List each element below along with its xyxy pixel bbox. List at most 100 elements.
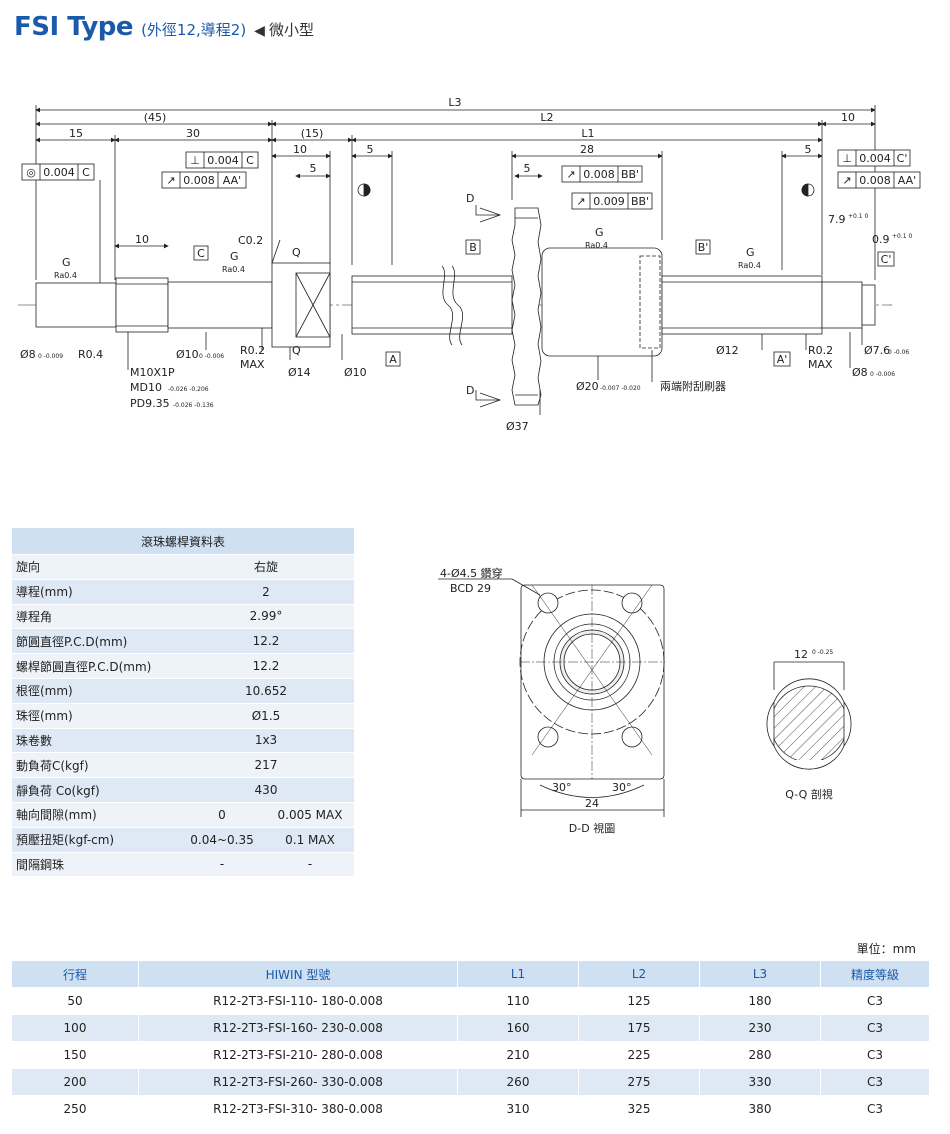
datum-a: A (389, 353, 397, 366)
chamfer-c02: C0.2 (238, 234, 263, 247)
spec-value: Ø1.5 (178, 702, 354, 729)
dim-09-tol: +0.1 0 (892, 233, 912, 240)
dia-76-tol: 0 -0.06 (888, 349, 909, 356)
tol-3-ref: AA' (223, 174, 241, 187)
cell-model: R12-2T3-FSI-310- 380-0.008 (138, 1095, 458, 1122)
concentricity-icon: ◎ (26, 166, 36, 179)
dd-view-caption: D-D 視圖 (569, 821, 615, 835)
spec-key: 軸向間隙(mm) (12, 801, 178, 828)
tol-2-ref: C (246, 154, 254, 167)
dim-5a: 5 (367, 143, 374, 156)
cell-l2: 325 (578, 1095, 700, 1122)
finish-ra-4: Ra0.4 (738, 261, 761, 270)
table-row: 根徑(mm)10.652 (12, 677, 354, 704)
dim-10c: 10 (135, 233, 149, 246)
col-header-stroke: 行程 (12, 961, 139, 988)
tol-4-value: 0.008 (583, 168, 615, 181)
tol-6-ref: C' (897, 152, 908, 165)
dia-14: Ø14 (288, 366, 311, 379)
spec-value: 0.04~0.35 (178, 826, 266, 853)
page-subtitle: (外徑12,導程2) (141, 21, 247, 39)
main-drawing: L3 (45) L2 10 15 30 (15) L1 10 5 28 5 5 … (18, 96, 921, 433)
qq-dim: 12 (794, 648, 808, 661)
shaft-journal-right (821, 281, 863, 329)
tol-7-value: 0.008 (859, 174, 891, 187)
bcd-spec: BCD 29 (450, 582, 491, 595)
cell-l2: 225 (578, 1041, 700, 1069)
spec-key: 螺桿節圓直徑P.C.D(mm) (12, 653, 178, 679)
dim-79: 7.9 (828, 213, 846, 226)
tol-2-value: 0.004 (207, 154, 239, 167)
spec-value: 0 (178, 801, 266, 828)
tol-4-ref: BB' (621, 168, 639, 181)
table-row: 150 R12-2T3-FSI-210- 280-0.008 210 225 2… (12, 1041, 930, 1069)
thread-md10-tol: -0.026 -0.206 (168, 386, 209, 393)
dia-8-right: Ø8 (852, 366, 868, 379)
page-title: FSI Type (14, 12, 134, 42)
cell-l1: 260 (457, 1068, 579, 1096)
spec-value-2: - (266, 851, 354, 877)
radius-02-a: R0.2 (240, 344, 265, 357)
runout-icon: ↗ (566, 168, 575, 181)
table-row: 螺桿節圓直徑P.C.D(mm)12.2 (12, 653, 354, 679)
dia-10-a-tol: 0 -0.006 (199, 353, 224, 360)
section-q-top: Q (292, 246, 301, 259)
col-header-l2: L2 (578, 961, 700, 988)
spec-value: 1x3 (178, 727, 354, 753)
table-row: 靜負荷 Co(kgf)430 (12, 777, 354, 803)
datum-b: B (469, 241, 477, 254)
cell-model: R12-2T3-FSI-210- 280-0.008 (138, 1041, 458, 1069)
thread-pd: PD9.35 (130, 397, 170, 410)
runout-icon: ↗ (842, 174, 851, 187)
thread-m10: M10X1P (130, 366, 175, 379)
tolerance-frame-5 (571, 192, 653, 210)
spec-value-2: 0.1 MAX (266, 826, 354, 853)
perpendicularity-icon: ⊥ (842, 152, 852, 165)
dia-20: Ø20 (576, 380, 599, 393)
dim-45: (45) (144, 111, 167, 124)
table-row: 100 R12-2T3-FSI-160- 230-0.008 160 175 2… (12, 1014, 930, 1042)
thread-md10: MD10 (130, 381, 162, 394)
qq-section (774, 685, 844, 760)
tol-3-value: 0.008 (183, 174, 215, 187)
finish-g-2: G (230, 250, 239, 263)
tol-5-value: 0.009 (593, 195, 625, 208)
table-row: 250 R12-2T3-FSI-310- 380-0.008 310 325 3… (12, 1095, 930, 1122)
finish-g-1: G (62, 256, 71, 269)
shaft-thread-m10 (115, 277, 169, 333)
dia-37: Ø37 (506, 420, 529, 433)
dia-8-right-tol: 0 -0.006 (870, 371, 895, 378)
finish-ra-1: Ra0.4 (54, 271, 77, 280)
cell-l3: 230 (699, 1014, 821, 1042)
unit-label: 單位：mm (856, 942, 916, 956)
dim-5c: 5 (310, 162, 317, 175)
cell-l1: 310 (457, 1095, 579, 1122)
max-a: MAX (240, 358, 265, 371)
dim-5b: 5 (524, 162, 531, 175)
datum-c-prime: C' (881, 253, 892, 266)
cell-stroke: 50 (12, 987, 139, 1015)
col-header-grade: 精度等級 (820, 961, 930, 988)
qq-view-drawing: 12 0 -0.25 Q-Q 剖視 (766, 648, 852, 801)
flange-width: 24 (585, 797, 599, 810)
col-header-l1: L1 (457, 961, 579, 988)
cell-stroke: 250 (12, 1095, 139, 1122)
spec-table-title: 滾珠螺桿資料表 (12, 528, 354, 555)
mount-hole-3 (537, 726, 559, 748)
spec-value: 2.99° (178, 603, 354, 629)
spec-key: 靜負荷 Co(kgf) (12, 777, 178, 803)
nut-flange (511, 207, 542, 406)
section-d-bottom: D (466, 384, 474, 397)
angle-1: 30° (552, 781, 572, 794)
tol-6-value: 0.004 (859, 152, 891, 165)
cell-grade: C3 (820, 1014, 930, 1042)
model-table: 行程 HIWIN 型號 L1 L2 L3 精度等級 50 R12-2T3-FSI… (12, 961, 930, 1122)
cell-l1: 110 (457, 987, 579, 1015)
mount-hole-1 (537, 592, 559, 614)
finish-ra-2: Ra0.4 (222, 265, 245, 274)
spec-key: 節圓直徑P.C.D(mm) (12, 628, 178, 654)
tol-1-value: 0.004 (43, 166, 75, 179)
nut-body (541, 247, 663, 357)
